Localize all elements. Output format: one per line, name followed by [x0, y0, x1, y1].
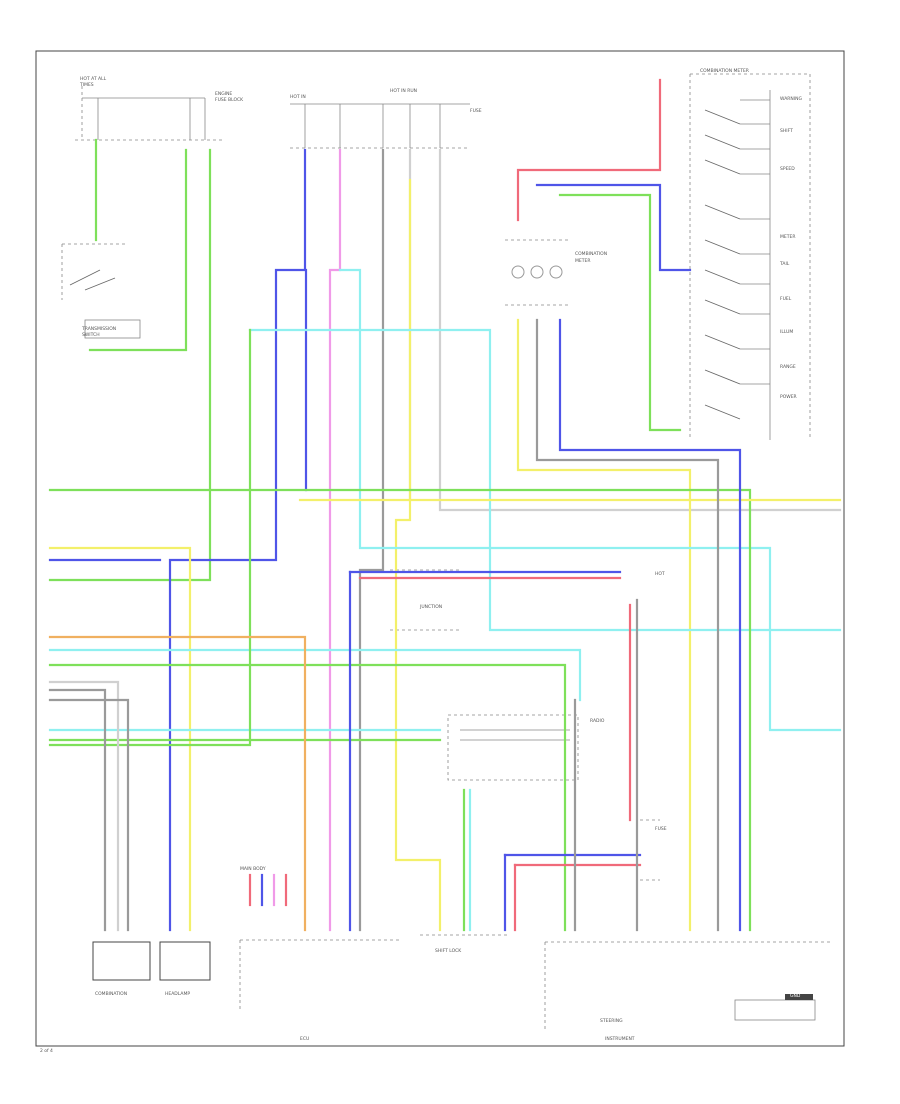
svg-text:ENGINE: ENGINE	[215, 91, 232, 97]
svg-text:SHIFT: SHIFT	[780, 128, 793, 134]
svg-text:WARNING: WARNING	[780, 96, 802, 102]
svg-text:RADIO: RADIO	[590, 718, 605, 724]
svg-text:ECU: ECU	[300, 1036, 309, 1042]
svg-text:HOT: HOT	[655, 571, 665, 577]
svg-text:FUEL: FUEL	[780, 296, 792, 302]
svg-text:MAIN BODY: MAIN BODY	[240, 866, 266, 872]
svg-text:ILLUM: ILLUM	[780, 329, 793, 335]
svg-text:STEERING: STEERING	[600, 1018, 623, 1024]
fuse-block-left	[75, 86, 225, 141]
svg-text:COMBINATION: COMBINATION	[575, 251, 607, 257]
page-number: 2 of 4	[40, 1048, 53, 1054]
fuse-block-middle	[290, 103, 470, 149]
diagram-border	[35, 50, 845, 1047]
svg-text:SPEED: SPEED	[780, 166, 795, 172]
svg-text:FUSE: FUSE	[470, 108, 482, 114]
svg-text:RANGE: RANGE	[780, 364, 796, 370]
svg-text:TAIL: TAIL	[779, 261, 790, 267]
svg-text:SWITCH: SWITCH	[82, 332, 100, 338]
svg-text:TRANSMISSION: TRANSMISSION	[81, 326, 116, 332]
wires	[48, 78, 842, 932]
relay-switch-stack	[689, 73, 811, 440]
svg-text:INSTRUMENT: INSTRUMENT	[605, 1036, 635, 1042]
transmission-switch	[61, 243, 141, 339]
junction-connectors	[390, 569, 660, 881]
bottom-components	[92, 934, 830, 1030]
svg-text:TIMES: TIMES	[79, 82, 94, 88]
combination-meter-gauges	[505, 239, 570, 306]
svg-text:HOT IN: HOT IN	[290, 94, 306, 100]
svg-text:HOT IN RUN: HOT IN RUN	[390, 88, 417, 94]
svg-text:COMBINATION METER: COMBINATION METER	[700, 68, 749, 74]
svg-text:FUSE BLOCK: FUSE BLOCK	[215, 97, 244, 103]
svg-text:HOT AT ALL: HOT AT ALL	[80, 76, 107, 82]
svg-text:GND: GND	[790, 993, 801, 999]
svg-text:METER: METER	[575, 258, 590, 264]
svg-text:SHIFT LOCK: SHIFT LOCK	[435, 948, 462, 954]
svg-text:METER: METER	[780, 234, 795, 240]
svg-text:POWER: POWER	[780, 394, 797, 400]
component-labels: HOT AT ALL TIMES ENGINE FUSE BLOCK HOT I…	[79, 68, 802, 1042]
svg-text:JUNCTION: JUNCTION	[419, 604, 442, 610]
svg-text:HEADLAMP: HEADLAMP	[165, 991, 190, 997]
svg-text:COMBINATION: COMBINATION	[95, 991, 127, 997]
svg-text:FUSE: FUSE	[655, 826, 667, 832]
